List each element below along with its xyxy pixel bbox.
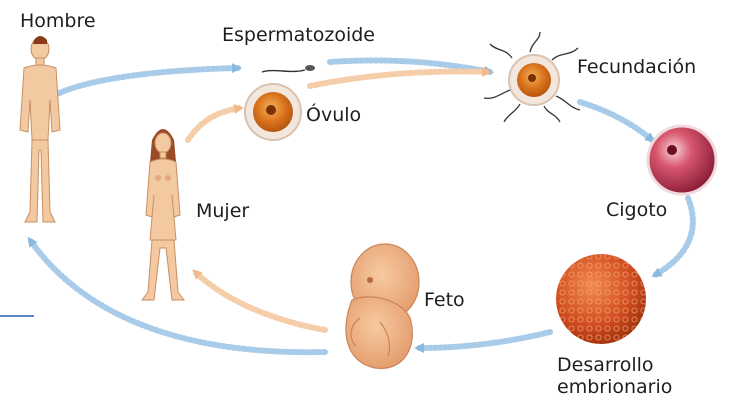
mujer-figure (142, 129, 184, 300)
label-feto: Feto (424, 290, 465, 312)
label-desarrollo-line2: embrionario (557, 377, 672, 399)
ovulo-icon (245, 84, 301, 140)
arrow-feto-to-mujer (195, 272, 325, 330)
arrow-desarrollo-to-feto (418, 332, 550, 348)
label-ovulo: Óvulo (306, 105, 361, 127)
label-espermatozoide: Espermatozoide (222, 25, 375, 47)
cigoto-icon (648, 126, 716, 194)
side-line (0, 315, 34, 317)
espermatozoide-icon (262, 65, 315, 72)
feto-icon (346, 244, 419, 368)
label-fecundacion: Fecundación (577, 57, 696, 79)
label-hombre: Hombre (20, 11, 96, 33)
label-cigoto: Cigoto (606, 200, 667, 222)
embrion-icon (556, 254, 646, 344)
fecundacion-icon (484, 32, 580, 122)
hombre-figure (20, 36, 60, 222)
label-mujer: Mujer (196, 201, 249, 223)
label-desarrollo-line1: Desarrollo (557, 355, 672, 377)
label-desarrollo-embrionario: Desarrollo embrionario (557, 355, 672, 399)
arrow-mujer-to-ovulo (188, 108, 240, 140)
arrow-fecundacion-to-cigoto (580, 102, 652, 140)
arrow-hombre-to-espermatozoide (55, 68, 238, 95)
arrow-ovulo-to-fecundacion (310, 72, 488, 86)
